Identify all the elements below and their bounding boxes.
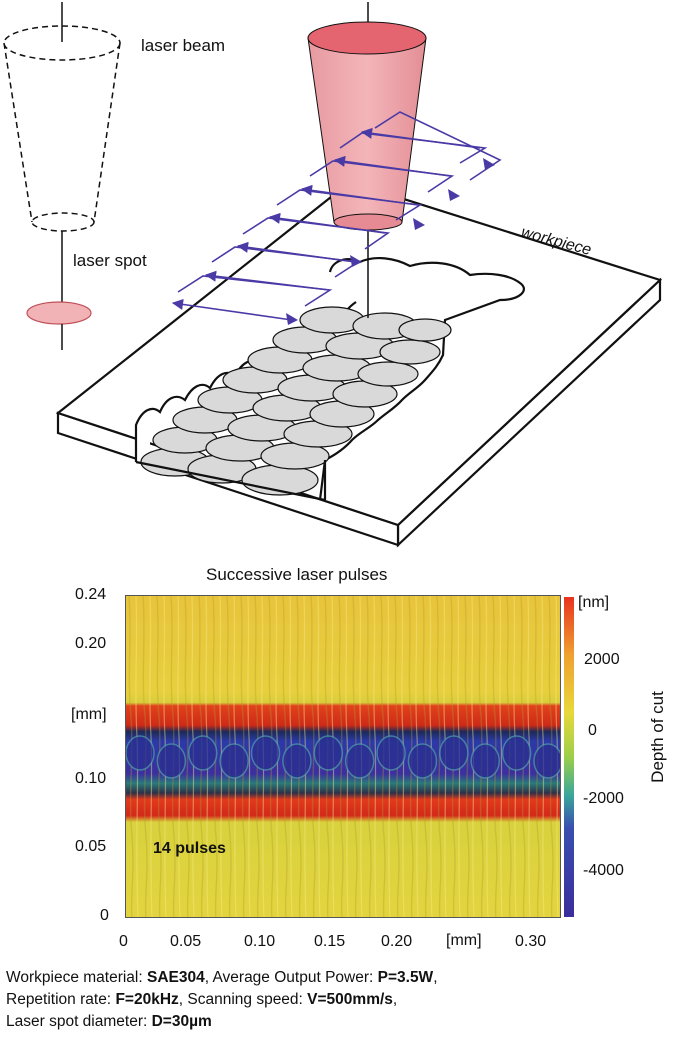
x-tick-0.30: 0.30 <box>515 933 547 950</box>
x-tick-0: 0 <box>119 933 128 950</box>
colorbar-tick-minus-4000: -4000 <box>583 862 624 879</box>
x-axis-unit: [mm] <box>446 932 482 949</box>
experiment-caption: Workpiece material: SAE304, Average Outp… <box>6 969 438 1030</box>
x-tick-0.15: 0.15 <box>314 933 346 950</box>
colorbar-tick-2000: 2000 <box>584 651 620 668</box>
pulse-craters <box>126 735 560 779</box>
colorbar-tick-0: 0 <box>588 722 597 739</box>
y-axis-unit: [mm] <box>71 706 107 723</box>
pulse-crater <box>501 735 532 771</box>
pulse-crater <box>126 735 155 771</box>
laser-spot-label: laser spot <box>73 251 147 270</box>
pulse-crater <box>156 743 187 779</box>
pulse-crater <box>533 743 560 779</box>
x-tick-0.05: 0.05 <box>170 933 202 950</box>
pulse-crater <box>219 743 249 779</box>
y-tick-0.24: 0.24 <box>75 586 107 603</box>
colorbar-unit: [nm] <box>578 594 610 611</box>
colorbar-label: Depth of cut <box>647 691 667 783</box>
laser-beam-label: laser beam <box>141 36 226 55</box>
chart-title: Successive laser pulses <box>206 565 388 584</box>
pulse-crater <box>313 735 344 771</box>
pulse-crater <box>344 743 375 779</box>
y-tick-0.20: 0.20 <box>75 635 107 652</box>
laser-machining-schematic <box>3 2 663 548</box>
y-tick-0.10: 0.10 <box>75 770 107 787</box>
x-tick-0.20: 0.20 <box>381 933 413 950</box>
pulse-crater <box>470 743 500 779</box>
colorbar-tick-minus-2000: -2000 <box>583 790 624 807</box>
depth-map-heatmap <box>125 595 561 918</box>
pulse-crater <box>250 735 281 771</box>
pulse-crater <box>407 743 438 779</box>
workpiece-block <box>55 180 663 548</box>
laser-spot-icon <box>26 301 92 325</box>
pulse-crater <box>188 735 218 771</box>
dashed-laser-cone <box>3 2 121 350</box>
pulse-count-annotation: 14 pulses <box>153 840 226 857</box>
pulse-crater <box>376 735 406 771</box>
pulse-crater <box>282 743 312 779</box>
y-tick-0: 0 <box>100 907 109 924</box>
y-tick-0.05: 0.05 <box>75 838 107 855</box>
colorbar <box>564 597 574 917</box>
x-tick-0.10: 0.10 <box>244 933 276 950</box>
pulse-crater <box>439 735 469 771</box>
